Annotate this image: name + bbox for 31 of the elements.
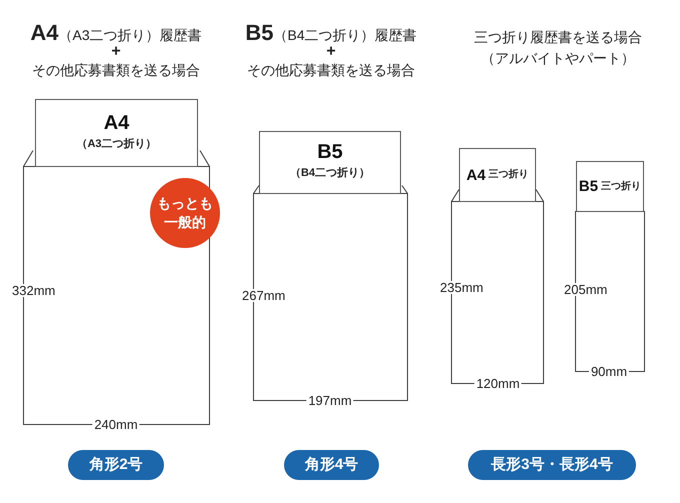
dimension-label: 240mm [92,418,140,431]
heading-text: A4（A3二つ折り）履歴書 [30,22,202,44]
heading-text: その他応募書類を送る場合 [247,63,415,77]
dimension-label: 205mm [563,283,608,296]
paper-size-text: A4 [104,110,130,136]
dimension-label: 267mm [241,289,286,302]
dimension-label: 332mm [11,284,56,297]
plus-text: + [111,44,121,60]
fold-note-text: 三つ折り [601,182,642,192]
heading-text: その他応募書類を送る場合 [32,63,200,77]
heading-text: （アルバイトやパート） [481,51,635,65]
envelope-size-pill: 角形4号 [284,450,379,480]
fold-note-text: （A3二つ折り） [76,138,157,152]
envelope-size-pill: 長形3号・長形4号 [468,450,636,480]
heading-text: 三つ折り履歴書を送る場合 [474,30,642,44]
fold-note-text: 三つ折り [488,170,529,180]
dimension-label: 235mm [439,281,484,294]
heading-text: B5（B4二つ折り）履歴書 [245,22,417,44]
paper-size-text: A4 [466,168,486,182]
fold-note-text: （B4二つ折り） [290,167,370,181]
dimension-label: 90mm [588,365,630,378]
paper-sheet [35,99,198,167]
paper-sheet [576,161,644,212]
dimension-label: 120mm [474,377,522,390]
envelope-size-pill: 角形2号 [68,450,164,480]
paper-size-text: B5 [317,140,343,166]
plus-text: + [326,44,336,60]
paper-sheet [459,148,536,202]
paper-sheet [259,131,401,194]
dimension-label: 197mm [306,394,354,407]
paper-size-text: B5 [578,179,598,194]
